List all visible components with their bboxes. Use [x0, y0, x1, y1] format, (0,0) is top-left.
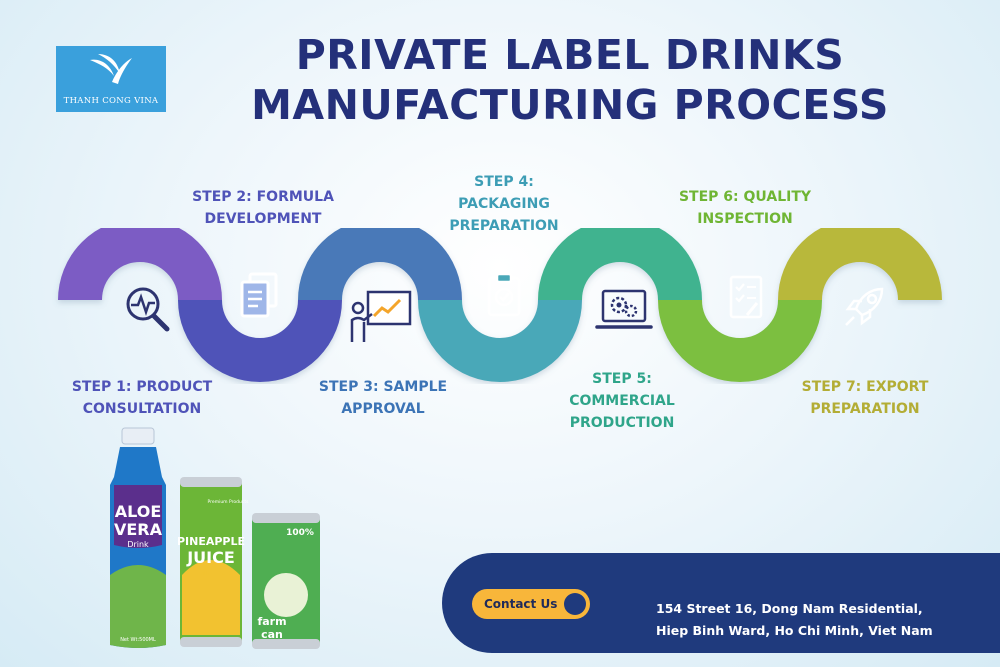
presentation-icon — [350, 290, 412, 342]
bottle-line1: ALOE — [115, 502, 162, 521]
bottle-line2: VERA — [114, 520, 163, 539]
wave-segment-3 — [298, 218, 462, 301]
pineapple-juice-can: PINEAPPLE JUICE with pulp Premium Produc… — [177, 477, 249, 647]
documents-icon — [240, 272, 278, 318]
title-line-1: PRIVATE LABEL DRINKS — [295, 31, 845, 79]
page-title: PRIVATE LABEL DRINKS MANUFACTURING PROCE… — [220, 30, 920, 130]
can1-line2: JUICE — [186, 548, 235, 567]
wave-segment-7 — [778, 218, 942, 301]
wave-segment-2 — [178, 299, 342, 382]
address-line-2: Hiep Binh Ward, Ho Chi Minh, Viet Nam — [656, 623, 933, 638]
can1-sub: with pulp — [200, 569, 233, 577]
step-7-label: STEP 7: EXPORT PREPARATION — [801, 379, 929, 417]
product-group: ALOE VERA Drink Net Wt:500ML PINEAPPLE J… — [110, 427, 320, 649]
step-1-label: STEP 1: PRODUCT CONSULTATION — [71, 379, 213, 417]
can2-badge: 100% — [286, 528, 314, 538]
address-line-1: 154 Street 16, Dong Nam Residential, — [656, 601, 923, 616]
step-3-label: STEP 3: SAMPLE APPROVAL — [318, 379, 448, 417]
can2-line1: farm — [257, 615, 286, 628]
bird-logo-icon — [90, 54, 132, 84]
can1-badge: Premium Products — [208, 499, 250, 505]
button-dot-icon — [564, 593, 586, 615]
title-line-2: MANUFACTURING PROCESS — [251, 81, 889, 129]
magnifier-chart-icon — [126, 287, 170, 332]
contact-us-button[interactable]: Contact Us — [472, 589, 590, 619]
company-address: 154 Street 16, Dong Nam Residential, Hie… — [656, 598, 933, 642]
aloe-vera-bottle: ALOE VERA Drink Net Wt:500ML — [110, 427, 166, 648]
step-4-label: STEP 4: PACKAGING PREPARATION — [449, 174, 559, 234]
company-logo: THANH CONG VINA — [56, 46, 166, 112]
step-2-label: STEP 2: FORMULA DEVELOPMENT — [192, 189, 334, 227]
bottle-net: Net Wt:500ML — [120, 637, 156, 643]
bottle-line3: Drink — [127, 540, 149, 549]
rocket-icon — [845, 287, 884, 326]
farm-can: 100% farm can — [252, 513, 320, 649]
logo-text: THANH CONG VINA — [63, 96, 159, 106]
wave-segment-4 — [418, 299, 582, 382]
step-6-label: STEP 6: QUALITY INSPECTION — [678, 189, 812, 227]
laptop-gears-icon — [595, 289, 653, 329]
can2-line2: can — [261, 628, 283, 641]
wave-segment-6 — [658, 299, 822, 382]
step-5-label: STEP 5: COMMERCIAL PRODUCTION — [569, 371, 675, 431]
contact-us-label: Contact Us — [484, 597, 558, 611]
checklist-icon — [729, 275, 763, 319]
wave-segment-1 — [58, 218, 222, 301]
can1-line1: PINEAPPLE — [177, 535, 245, 548]
clipboard-check-icon — [487, 272, 521, 317]
wave-segment-5 — [538, 218, 702, 301]
